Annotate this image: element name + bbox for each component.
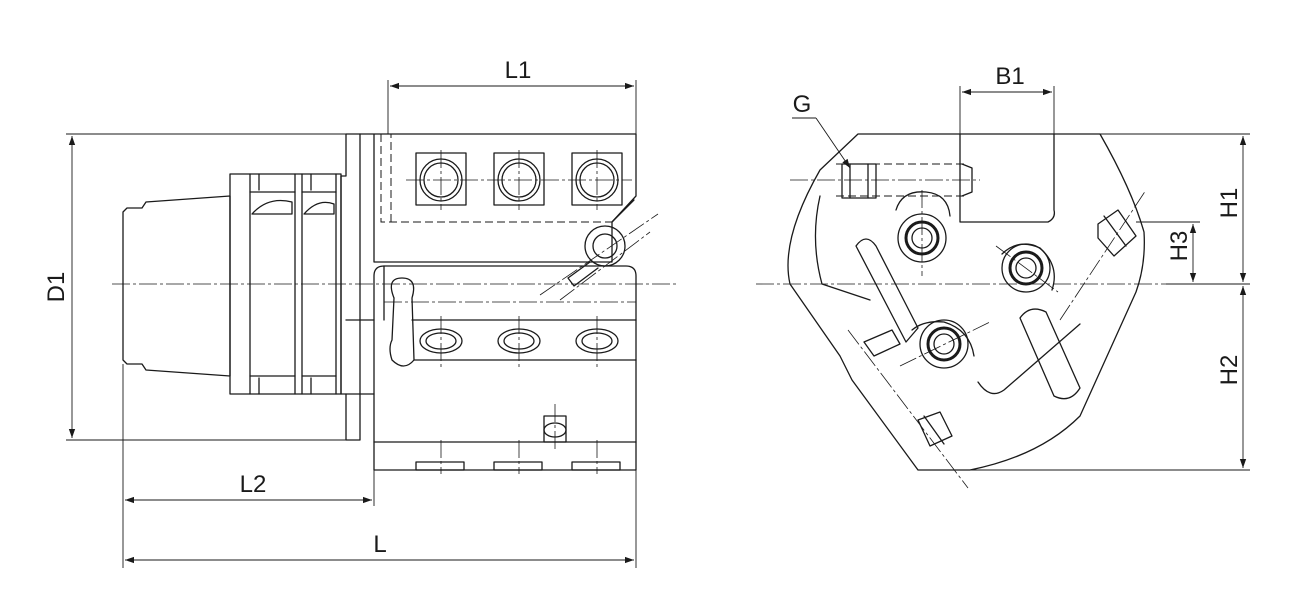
front-screws [895, 190, 1059, 369]
clamp-pads [855, 238, 1081, 400]
front-view: B1 G H1 H3 H2 [756, 63, 1250, 489]
taper-shank [122, 195, 231, 377]
label-h2: H2 [1216, 355, 1243, 386]
label-h1: H1 [1216, 188, 1243, 219]
dimension-l1: L1 [387, 57, 637, 134]
label-l2: L2 [240, 471, 267, 498]
dimension-l: L [125, 470, 637, 568]
label-l: L [373, 531, 386, 558]
lower-block [373, 265, 637, 471]
lower-screws [419, 316, 619, 368]
dimension-h1: H1 [1100, 133, 1250, 285]
label-l1: L1 [505, 57, 532, 84]
upper-screws [406, 150, 632, 210]
g-screw [836, 163, 973, 199]
dimension-h3: H3 [1136, 221, 1200, 282]
body-outline [787, 133, 1145, 471]
dimension-d1: D1 [43, 133, 346, 441]
upper-slot-hidden [380, 134, 612, 223]
top-slot [959, 133, 1056, 223]
clamp-slot [389, 277, 415, 367]
bottom-screw [543, 404, 567, 450]
g-leader: G [792, 91, 851, 169]
bottom-slots [415, 440, 621, 474]
dimension-l2: L2 [122, 364, 375, 568]
side-view: L1 D1 L2 L [43, 57, 678, 568]
dimension-b1: B1 [959, 63, 1055, 134]
label-d1: D1 [43, 272, 70, 303]
label-b1: B1 [995, 63, 1024, 90]
flank-screws [847, 189, 1147, 489]
body-step [345, 319, 375, 395]
label-g: G [793, 91, 812, 118]
collar [229, 173, 342, 395]
dimension-h2: H2 [970, 286, 1250, 471]
label-h3: H3 [1166, 231, 1193, 262]
coolant-nozzle [539, 199, 659, 301]
body-plate [340, 133, 361, 441]
